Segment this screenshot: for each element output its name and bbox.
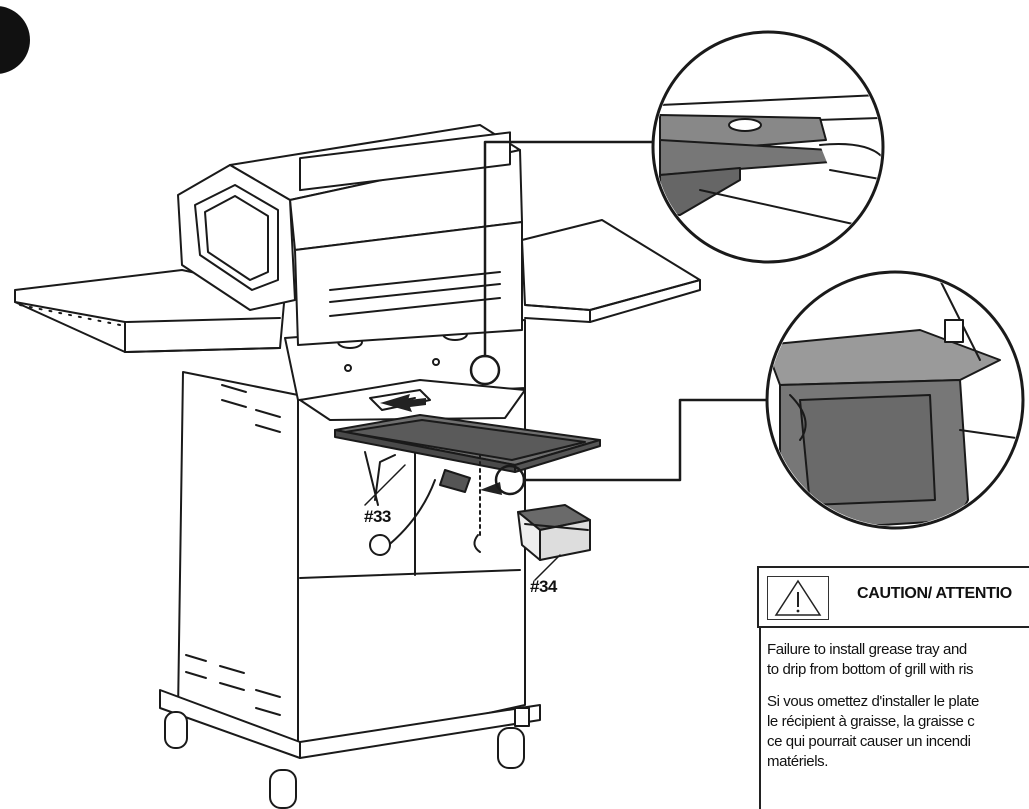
warning-triangle-icon bbox=[774, 579, 822, 616]
caution-text-french: Si vous omettez d'installer le plate le … bbox=[767, 693, 979, 770]
caution-header: CAUTION/ ATTENTIO bbox=[757, 566, 1029, 628]
firebox bbox=[294, 221, 523, 346]
zoom-detail-cup bbox=[765, 270, 1025, 530]
caution-title: CAUTION/ ATTENTIO bbox=[857, 585, 1012, 602]
grease-tray bbox=[334, 414, 601, 473]
insert-direction-arrow bbox=[380, 394, 426, 412]
zoom-detail-rail bbox=[651, 30, 885, 264]
caster-wheel bbox=[164, 707, 530, 809]
cart-base bbox=[159, 689, 541, 759]
warning-icon-cell bbox=[767, 576, 829, 620]
grill-lid bbox=[177, 124, 523, 311]
step-number-badge bbox=[0, 6, 30, 74]
left-side-shelf bbox=[14, 269, 286, 353]
part-33-label: #33 bbox=[364, 507, 391, 526]
caution-box: CAUTION/ ATTENTIO Failure to install gre… bbox=[757, 566, 1029, 809]
grease-cup bbox=[517, 504, 591, 561]
part-34-label: #34 bbox=[530, 577, 557, 596]
cart-body bbox=[177, 371, 526, 756]
caution-body: Failure to install grease tray and to dr… bbox=[759, 628, 1029, 809]
caution-text-english: Failure to install grease tray and to dr… bbox=[767, 641, 974, 678]
right-side-shelf bbox=[521, 219, 701, 323]
